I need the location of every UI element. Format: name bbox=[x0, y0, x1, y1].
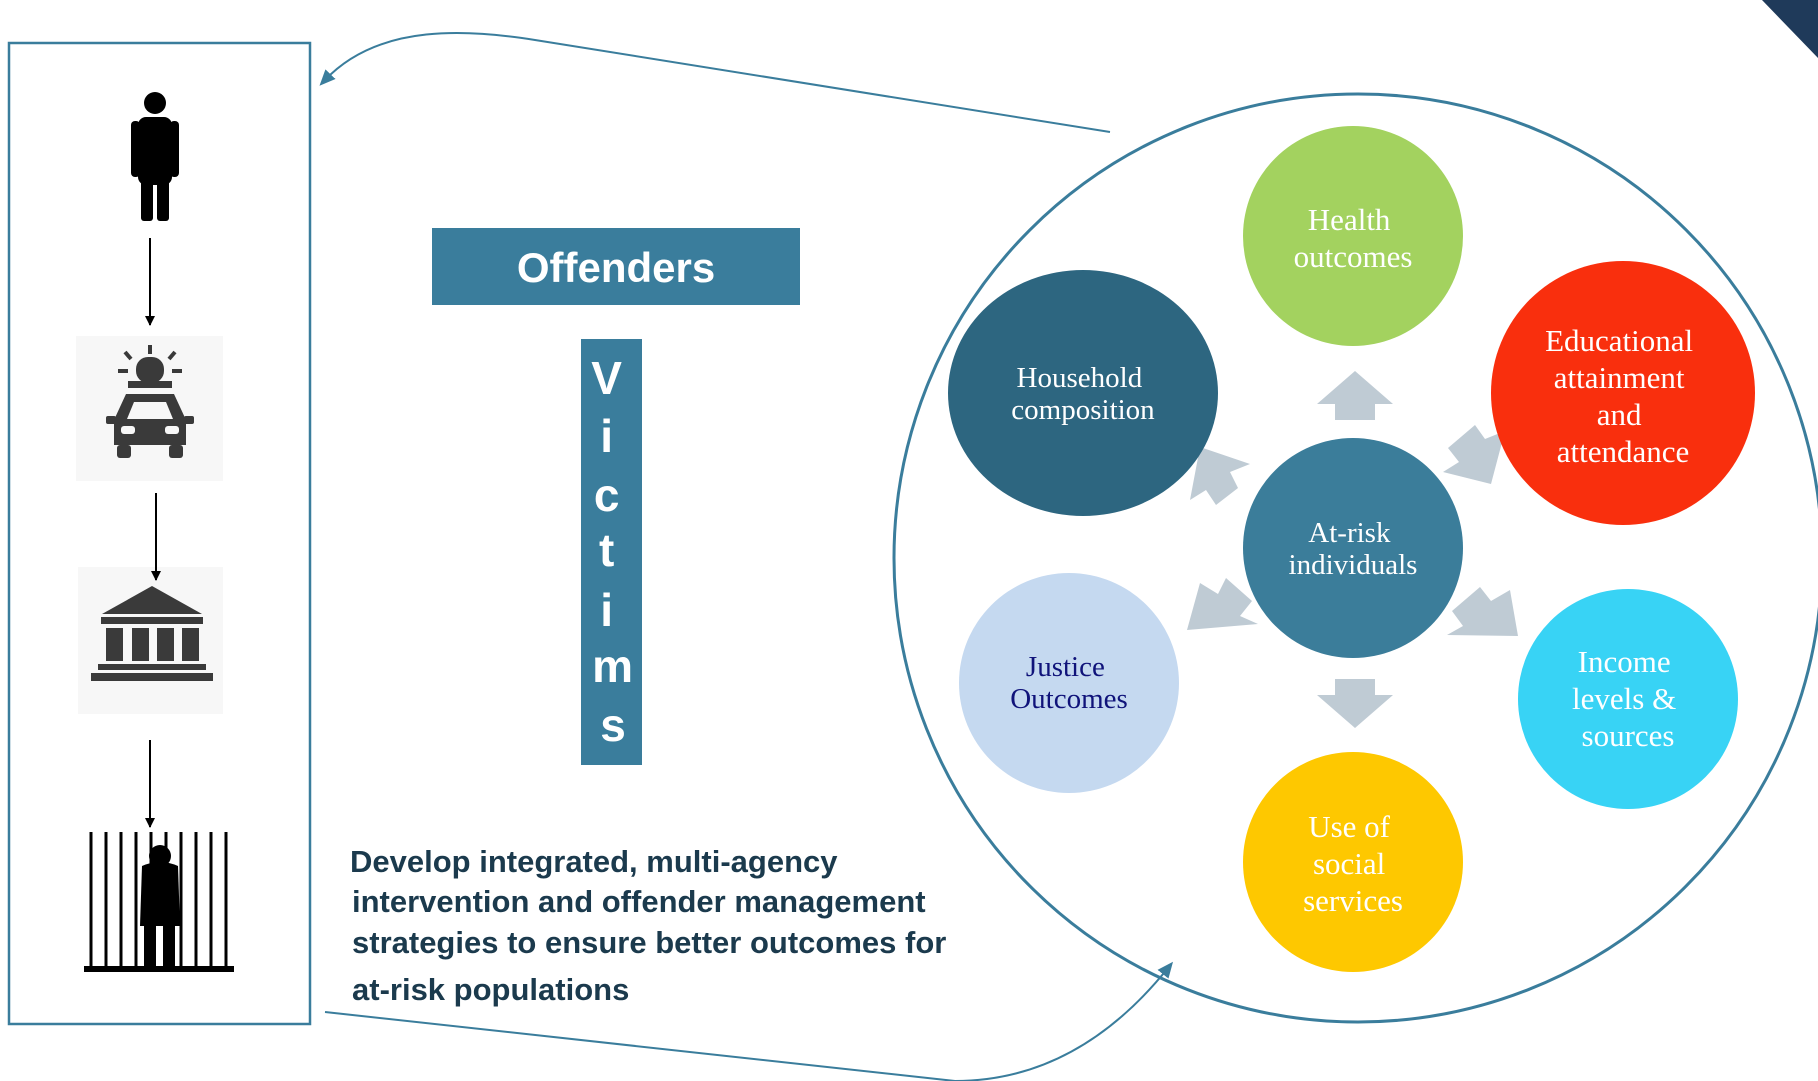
cycle-boundary bbox=[892, 92, 1818, 1024]
strategy-caption: Develop integrated, multi-agency interve… bbox=[350, 844, 955, 1007]
node-circle bbox=[948, 270, 1218, 516]
node-label: Household composition bbox=[1011, 362, 1155, 426]
cycle-arrow bbox=[1317, 371, 1393, 420]
person-icon bbox=[131, 92, 179, 221]
courthouse-icon bbox=[78, 567, 223, 714]
bottom-connector-arrow bbox=[324, 961, 1174, 1081]
node-circle bbox=[959, 573, 1179, 793]
cycle-arrow bbox=[1190, 447, 1250, 505]
node-label: Justice Outcomes bbox=[1010, 651, 1128, 715]
household-composition-node: Household composition bbox=[948, 270, 1218, 516]
justice-process-panel bbox=[7, 41, 312, 1026]
node-circle bbox=[1518, 589, 1738, 809]
node-label: Health outcomes bbox=[1294, 202, 1413, 274]
node-circle bbox=[1243, 126, 1463, 346]
prison-icon bbox=[84, 832, 234, 972]
node-label: Income levels & sources bbox=[1572, 644, 1684, 753]
offenders-label: Offenders bbox=[517, 244, 715, 291]
corner-decoration bbox=[1762, 0, 1818, 58]
income-levels-node: Income levels & sources bbox=[1518, 589, 1738, 809]
health-outcomes-node: Health outcomes bbox=[1243, 126, 1463, 346]
cycle-arrow bbox=[1317, 679, 1393, 728]
node-label: Use of social services bbox=[1303, 809, 1403, 918]
justice-outcomes-node: Justice Outcomes bbox=[959, 573, 1179, 793]
node-label: Educational attainment and attendance bbox=[1545, 323, 1701, 469]
node-circle bbox=[1491, 261, 1755, 525]
cycle-arrow bbox=[1187, 578, 1258, 630]
top-connector-arrow bbox=[319, 31, 1111, 133]
cycle-arrow bbox=[1443, 425, 1505, 484]
at-risk-individuals-node: At-risk individuals bbox=[1243, 438, 1463, 658]
victims-label: V i c t i m s bbox=[591, 352, 646, 751]
cycle-arrows bbox=[1187, 371, 1518, 728]
police-car-icon bbox=[76, 336, 223, 481]
educational-attainment-node: Educational attainment and attendance bbox=[1491, 261, 1755, 525]
offenders-box bbox=[432, 228, 800, 305]
social-services-node: Use of social services bbox=[1243, 752, 1463, 972]
node-circle bbox=[1243, 438, 1463, 658]
victims-box bbox=[581, 339, 642, 765]
node-label: At-risk individuals bbox=[1289, 517, 1418, 581]
node-circle bbox=[1243, 752, 1463, 972]
cycle-arrow bbox=[1447, 587, 1518, 636]
